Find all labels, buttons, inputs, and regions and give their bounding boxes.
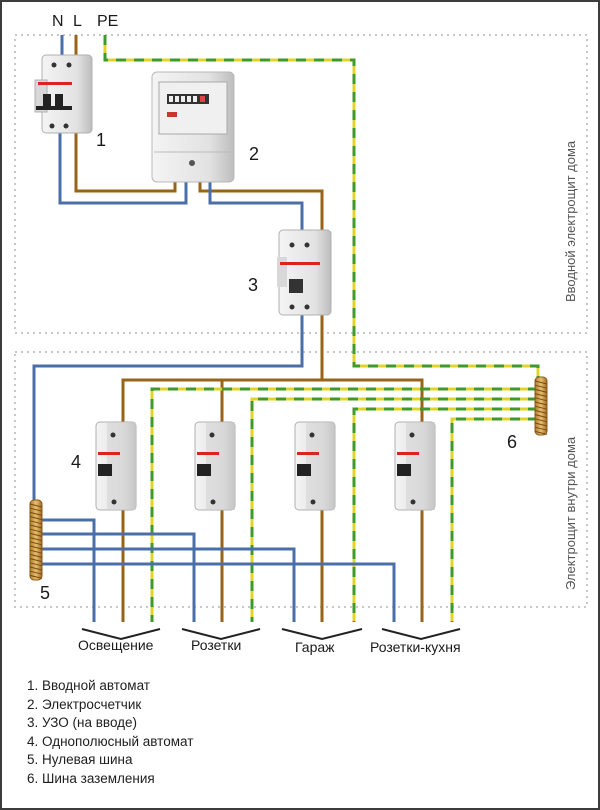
busbar-thread <box>29 570 43 575</box>
label-n: N <box>52 13 64 30</box>
busbar-thread <box>534 388 548 393</box>
callout-1: 1 <box>96 130 106 150</box>
circuit-brace <box>381 628 461 641</box>
single-pole-breaker-icon <box>294 421 336 511</box>
line-wire <box>121 378 424 422</box>
busbar-thread <box>534 422 548 427</box>
circuit-label-lighting: Освещение <box>78 637 154 653</box>
circuit-label-sockets: Розетки <box>191 637 241 653</box>
busbar-thread <box>29 524 43 529</box>
neutral-wire <box>42 562 396 622</box>
busbar-thread <box>534 380 548 385</box>
earth-busbar-icon <box>534 376 548 436</box>
callout-5: 5 <box>40 583 50 603</box>
busbar-thread <box>29 511 43 516</box>
circuit-brace <box>181 628 261 641</box>
callout-3: 3 <box>248 275 258 295</box>
line-wire <box>198 180 324 232</box>
label-l: L <box>73 13 82 30</box>
busbar-thread <box>29 537 43 542</box>
zone-lower-title: Электрощит внутри дома <box>563 436 578 590</box>
label-pe: PE <box>97 13 118 30</box>
circuit-brace <box>281 628 363 641</box>
busbar-thread <box>534 384 548 389</box>
callout-4: 4 <box>71 452 81 472</box>
rcd-icon <box>277 229 332 316</box>
single-pole-breaker-icon <box>194 421 236 511</box>
legend-item: 4. Однополюсный автомат <box>27 733 194 749</box>
earth-wire-stripe <box>103 35 540 380</box>
neutral-wire <box>42 518 96 622</box>
circuit-breakers <box>95 421 436 511</box>
circuit-label-garage: Гараж <box>295 639 335 655</box>
busbar-thread <box>29 503 43 508</box>
legend-item: 5. Нулевая шина <box>27 752 133 767</box>
line-wire <box>74 133 177 193</box>
busbar-thread <box>534 393 548 398</box>
busbar-thread <box>29 558 43 563</box>
neutral-wire <box>32 315 304 502</box>
zone-upper-border <box>14 34 588 334</box>
busbar-thread <box>29 553 43 558</box>
earth-wire-stripe <box>450 417 538 622</box>
earth-wire-stripe <box>352 407 538 622</box>
busbar-thread <box>29 549 43 554</box>
neutral-busbar-icon <box>29 499 43 581</box>
busbar-thread <box>534 414 548 419</box>
busbar-thread <box>534 401 548 406</box>
busbar-thread <box>534 426 548 431</box>
legend: 1. Вводной автомат 2. Электросчетчик 3. … <box>27 677 193 788</box>
circuit-label-kitchen-sockets: Розетки-кухня <box>370 639 461 655</box>
busbar-thread <box>534 430 548 435</box>
electricity-meter-icon <box>151 71 235 183</box>
busbar-thread <box>29 532 43 537</box>
earth-wire <box>450 417 538 622</box>
busbar-thread <box>29 562 43 567</box>
busbar-thread <box>534 418 548 423</box>
callout-6: 6 <box>507 432 517 452</box>
main-breaker-icon <box>34 54 93 134</box>
legend-item: 2. Электросчетчик <box>27 696 142 712</box>
busbar-thread <box>29 545 43 550</box>
busbar-thread <box>29 516 43 521</box>
busbar-thread <box>534 397 548 402</box>
neutral-wire <box>42 547 296 622</box>
busbar-thread <box>534 409 548 414</box>
busbar-thread <box>29 520 43 525</box>
circuit-brace <box>81 628 161 641</box>
neutral-wire <box>208 180 304 232</box>
busbar-thread <box>29 541 43 546</box>
busbar-thread <box>29 574 43 579</box>
callout-2: 2 <box>249 144 259 164</box>
legend-item: 3. УЗО (на вводе) <box>27 715 138 730</box>
legend-item: 1. Вводной автомат <box>27 678 150 693</box>
earth-wire-stripe <box>150 387 538 622</box>
legend-item: 6. Шина заземления <box>27 770 155 786</box>
neutral-wire <box>42 532 196 622</box>
busbar-thread <box>29 507 43 512</box>
busbar-thread <box>29 566 43 571</box>
neutral-wire <box>58 133 188 205</box>
single-pole-breaker-icon <box>394 421 436 511</box>
wires <box>32 35 540 622</box>
busbar-thread <box>29 528 43 533</box>
circuit-braces <box>81 628 461 641</box>
busbar-thread <box>534 405 548 410</box>
zone-upper-title: Вводной электрощит дома <box>563 140 578 302</box>
single-pole-breaker-icon <box>95 421 137 511</box>
